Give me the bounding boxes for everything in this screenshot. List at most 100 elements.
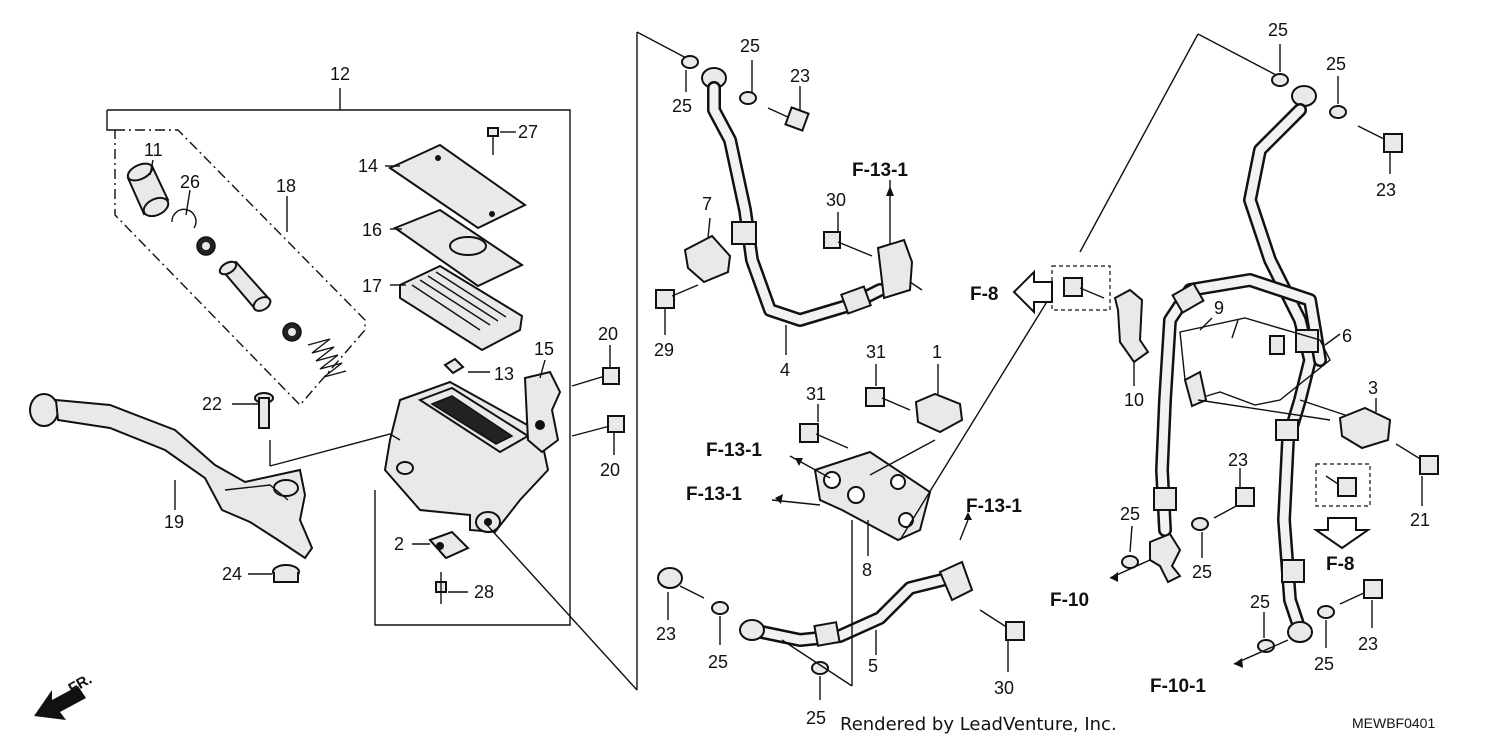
diagram-code: MEWBF0401: [1352, 715, 1435, 731]
callout-25i: 25: [1250, 592, 1270, 612]
bolt-20-lower: [571, 415, 625, 437]
callout-30b: 30: [994, 678, 1014, 698]
ref-f13-1-right: F-13-1: [966, 496, 1022, 517]
callout-31b: 31: [806, 384, 826, 404]
clamp-bolt-30-lower: [979, 609, 1025, 641]
sealing-washer-25a: [681, 55, 699, 69]
callout-21: 21: [1410, 510, 1430, 530]
callout-25d: 25: [806, 708, 826, 728]
callout-24: 24: [222, 564, 242, 584]
callout-2: 2: [394, 534, 404, 554]
clamp-bolt-29: [655, 284, 699, 309]
clamp-bolt-21: [1395, 443, 1439, 475]
bolt-31-lower: [799, 423, 849, 449]
callout-23d: 23: [1228, 450, 1248, 470]
ref-f13-1-mid: F-13-1: [706, 440, 762, 461]
hose-clamp-7: [683, 234, 732, 284]
callout-23e: 23: [1358, 634, 1378, 654]
banjo-fitting-lower-right: [1287, 621, 1313, 643]
callout-1: 1: [932, 342, 942, 362]
diaphragm-plate-16: [392, 208, 525, 288]
callout-14: 14: [358, 156, 378, 176]
sealing-washer-25j: [1317, 605, 1335, 619]
callout-23b: 23: [656, 624, 676, 644]
banjo-fitting-right: [1291, 85, 1317, 107]
callout-26: 26: [180, 172, 200, 192]
boot-11: [126, 162, 170, 218]
callout-25a: 25: [672, 96, 692, 116]
reservoir-cap-14: [387, 143, 527, 230]
callout-20b: 20: [600, 460, 620, 480]
callout-25f: 25: [1326, 54, 1346, 74]
sealing-washer-25d: [811, 661, 829, 675]
three-way-joint-8: [813, 450, 932, 542]
callout-25c: 25: [708, 652, 728, 672]
callout-17: 17: [362, 276, 382, 296]
reference-labels: F-13-1 F-13-1 F-13-1 F-13-1 F-8 F-8 F-10…: [686, 160, 1355, 697]
hose-bracket: [1179, 317, 1331, 408]
sealing-washer-25f: [1329, 105, 1347, 119]
clamp-3: [1338, 406, 1392, 450]
callout-23c: 23: [1376, 180, 1396, 200]
callout-31a: 31: [866, 342, 886, 362]
circlip-26: [171, 208, 197, 229]
banjo-bolt-23-right-lower: [1339, 579, 1383, 605]
brake-switch-2: [428, 530, 470, 560]
callout-3: 3: [1368, 378, 1378, 398]
callout-15: 15: [534, 339, 554, 359]
master-cylinder-body: [383, 380, 550, 534]
banjo-bolt-23-lower: [657, 567, 705, 599]
banjo-fitting-lower-left: [1149, 532, 1182, 584]
f8-arrow-left: [1012, 269, 1053, 315]
callout-12: 12: [330, 64, 350, 84]
callout-22: 22: [202, 394, 222, 414]
callout-25b: 25: [740, 36, 760, 56]
callout-19: 19: [164, 512, 184, 532]
callout-25j: 25: [1314, 654, 1334, 674]
callout-25h: 25: [1192, 562, 1212, 582]
callout-29: 29: [654, 340, 674, 360]
callout-8: 8: [862, 560, 872, 580]
ref-f8-down: F-8: [1326, 554, 1355, 575]
f8-arrow-down: [1312, 517, 1372, 550]
callout-28: 28: [474, 582, 494, 602]
pivot-bolt-22: [254, 392, 274, 429]
callout-18: 18: [276, 176, 296, 196]
piston: [218, 260, 272, 312]
sealing-washer-25h: [1191, 517, 1209, 531]
ref-f10-1: F-10-1: [1150, 676, 1206, 697]
switch-screw-28: [435, 572, 447, 604]
callout-11: 11: [144, 140, 163, 160]
callout-20a: 20: [598, 324, 618, 344]
callout-6: 6: [1342, 326, 1352, 346]
sealing-washer-25c: [711, 601, 729, 615]
hose-clamp: [938, 560, 974, 602]
sealing-washer-25g: [1121, 555, 1139, 569]
banjo-bolt-23-upper: [767, 106, 810, 132]
banjo-bolt-23-right-upper: [1357, 125, 1403, 153]
front-direction-arrow: [34, 686, 86, 720]
hose-sleeve: [731, 221, 757, 245]
sealing-washer-25e: [1271, 73, 1289, 87]
callout-27: 27: [518, 122, 538, 142]
pivot-nut-24: [272, 564, 300, 583]
cap-screw-27: [487, 127, 499, 155]
bolt-31-upper: [865, 387, 911, 411]
callout-13: 13: [494, 364, 514, 384]
diaphragm-17: [399, 264, 524, 352]
assembly-12-boundary: [107, 109, 571, 626]
bolt-20-upper: [571, 367, 620, 387]
ref-f13-1-low: F-13-1: [686, 484, 742, 505]
piston-kit-18-boundary: [114, 129, 366, 407]
holder-15: [523, 370, 562, 454]
callout-labels: 12 11 26 18 14 16 17 27 13 15 20 20 22 1…: [144, 20, 1430, 728]
banjo-bolt-23-right-mid: [1213, 487, 1255, 519]
render-credit: Rendered by LeadVenture, Inc.: [840, 714, 1117, 735]
callout-7: 7: [702, 194, 712, 214]
callout-25g: 25: [1120, 504, 1140, 524]
ref-f13-1-top: F-13-1: [852, 160, 908, 181]
callout-16: 16: [362, 220, 382, 240]
f8-bolt-box-lower: [1315, 463, 1371, 507]
